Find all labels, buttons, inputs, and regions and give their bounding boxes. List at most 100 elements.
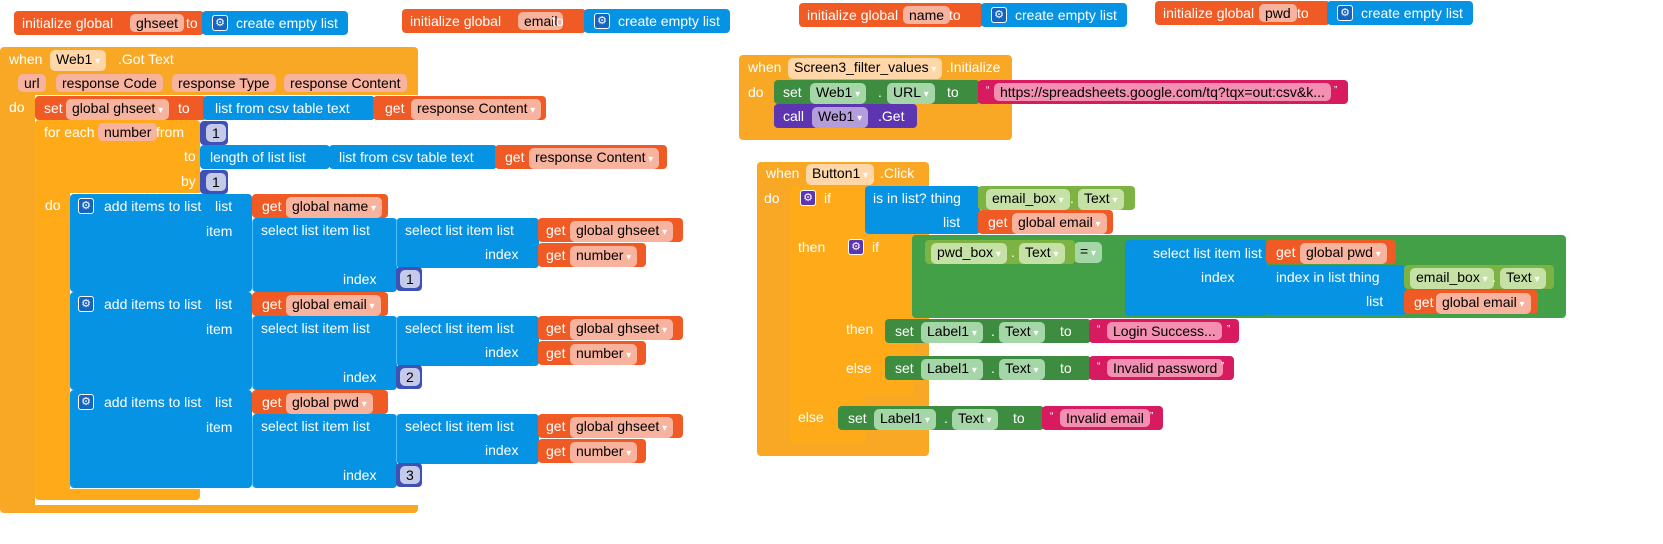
- set-label1-text-bad-pwd[interactable]: set Label1 . Text to: [885, 356, 1091, 380]
- component-dropdown[interactable]: Label1: [874, 409, 936, 430]
- init-global-email[interactable]: initialize global email to: [402, 9, 586, 33]
- get-global-pwd-block[interactable]: get global pwd: [1266, 240, 1396, 264]
- number-block[interactable]: 1: [200, 121, 228, 145]
- number-block[interactable]: 1: [200, 170, 228, 194]
- get-global-email-block[interactable]: get global email: [1404, 290, 1538, 314]
- add-items-to-list-block[interactable]: ⚙ add items to list list item: [70, 292, 252, 390]
- variable-dropdown[interactable]: global ghseet: [66, 99, 170, 120]
- inner-if-else-block[interactable]: ⚙ if then else: [838, 235, 913, 395]
- number-field[interactable]: 1: [206, 124, 226, 142]
- list-from-csv-block[interactable]: list from csv table text: [329, 145, 497, 169]
- text-string-block[interactable]: “ Login Success... ”: [1089, 319, 1239, 343]
- list-from-csv-block[interactable]: list from csv table text: [203, 96, 375, 120]
- param-response-type[interactable]: response Type: [172, 74, 276, 92]
- pwd-box-text-getter[interactable]: pwd_box . Text: [925, 240, 1075, 264]
- get-number-block[interactable]: get number: [538, 243, 646, 267]
- email-box-text-getter[interactable]: email_box . Text: [1404, 265, 1554, 289]
- message-text-field[interactable]: Login Success...: [1107, 322, 1222, 340]
- create-empty-list-block[interactable]: ⚙ create empty list: [1327, 1, 1473, 25]
- component-dropdown[interactable]: Web1: [812, 107, 869, 128]
- text-string-block[interactable]: “ Invalid email ”: [1042, 406, 1163, 430]
- component-dropdown[interactable]: Web1: [50, 50, 107, 71]
- number-field[interactable]: 3: [400, 466, 420, 484]
- variable-dropdown[interactable]: global ghseet: [570, 221, 674, 242]
- get-global-ghseet-block[interactable]: get global ghseet: [538, 218, 683, 242]
- gear-icon[interactable]: ⚙: [212, 15, 228, 31]
- get-response-content-block[interactable]: get response Content: [495, 145, 667, 169]
- component-dropdown[interactable]: Web1: [810, 83, 867, 104]
- gear-icon[interactable]: ⚙: [800, 190, 816, 206]
- var-name-field[interactable]: pwd: [1259, 4, 1297, 22]
- set-web1-url-block[interactable]: set Web1 . URL to: [774, 80, 980, 104]
- param-url[interactable]: url: [18, 74, 46, 92]
- select-list-item-inner[interactable]: select list item list index: [396, 316, 539, 366]
- set-global-ghseet-block[interactable]: set global ghseet to: [35, 96, 207, 120]
- variable-dropdown[interactable]: global ghseet: [570, 417, 674, 438]
- number-field[interactable]: 1: [206, 173, 226, 191]
- get-target-list-block[interactable]: get global email: [252, 292, 388, 316]
- get-number-block[interactable]: get number: [538, 439, 646, 463]
- property-dropdown[interactable]: Text: [999, 359, 1045, 380]
- select-list-item-inner[interactable]: select list item list index: [396, 414, 539, 464]
- variable-dropdown[interactable]: number: [570, 442, 638, 463]
- init-global-name[interactable]: initialize global name to: [799, 3, 983, 27]
- create-empty-list-block[interactable]: ⚙ create empty list: [981, 3, 1127, 27]
- number-block[interactable]: 3: [396, 463, 422, 487]
- gear-icon[interactable]: ⚙: [848, 239, 864, 255]
- index-in-list-block[interactable]: index in list thing list: [1266, 265, 1406, 315]
- variable-dropdown[interactable]: global ghseet: [570, 319, 674, 340]
- text-string-block[interactable]: “ Invalid password ”: [1089, 356, 1234, 380]
- component-dropdown[interactable]: Label1: [921, 322, 983, 343]
- component-dropdown[interactable]: pwd_box: [931, 243, 1007, 264]
- get-target-list-block[interactable]: get global name: [252, 194, 388, 218]
- gear-icon[interactable]: ⚙: [78, 296, 94, 312]
- loop-var-field[interactable]: number: [98, 123, 158, 141]
- component-dropdown[interactable]: email_box: [1410, 268, 1494, 289]
- var-name-field[interactable]: ghseet: [130, 14, 185, 32]
- property-dropdown[interactable]: URL: [887, 83, 935, 104]
- var-name-field[interactable]: email: [518, 12, 564, 30]
- param-response-code[interactable]: response Code: [56, 74, 163, 92]
- message-text-field[interactable]: Invalid password: [1107, 359, 1224, 377]
- operator-dropdown[interactable]: =: [1074, 242, 1102, 263]
- var-name-field[interactable]: name: [903, 6, 951, 24]
- message-text-field[interactable]: Invalid email: [1060, 409, 1150, 427]
- component-dropdown[interactable]: Screen3_filter_values: [788, 58, 943, 79]
- component-dropdown[interactable]: Label1: [921, 359, 983, 380]
- set-label1-text-bad-email[interactable]: set Label1 . Text to: [838, 406, 1044, 430]
- variable-dropdown[interactable]: number: [570, 246, 638, 267]
- variable-dropdown[interactable]: global email: [1012, 213, 1107, 234]
- get-target-list-block[interactable]: get global pwd: [252, 390, 388, 414]
- init-global-pwd[interactable]: initialize global pwd to: [1155, 1, 1330, 25]
- text-string-block[interactable]: “ https://spreadsheets.google.com/tq?tqx…: [978, 80, 1348, 104]
- number-block[interactable]: 1: [396, 267, 422, 291]
- length-of-list-block[interactable]: length of list list: [200, 145, 330, 169]
- gear-icon[interactable]: ⚙: [594, 13, 610, 29]
- select-list-item-outer[interactable]: select list item list index: [252, 414, 397, 488]
- call-web1-get-block[interactable]: call Web1 .Get: [774, 104, 917, 128]
- set-label1-text-success[interactable]: set Label1 . Text to: [885, 319, 1091, 343]
- get-response-content-block[interactable]: get response Content: [373, 96, 546, 120]
- is-in-list-block[interactable]: is in list? thing list: [865, 186, 980, 234]
- get-number-block[interactable]: get number: [538, 341, 646, 365]
- variable-dropdown[interactable]: global email: [286, 295, 381, 316]
- number-field[interactable]: 1: [400, 270, 420, 288]
- get-global-email-block[interactable]: get global email: [978, 210, 1113, 234]
- param-response-content[interactable]: response Content: [284, 74, 407, 92]
- property-dropdown[interactable]: Text: [999, 322, 1045, 343]
- create-empty-list-block[interactable]: ⚙ create empty list: [584, 9, 730, 33]
- variable-dropdown[interactable]: response Content: [411, 99, 542, 120]
- init-global-ghseet[interactable]: initialize global ghseet to: [14, 11, 204, 35]
- property-dropdown[interactable]: Text: [1078, 189, 1124, 210]
- variable-dropdown[interactable]: global pwd: [286, 393, 373, 414]
- gear-icon[interactable]: ⚙: [991, 7, 1007, 23]
- gear-icon[interactable]: ⚙: [78, 394, 94, 410]
- add-items-to-list-block[interactable]: ⚙ add items to list list item: [70, 390, 252, 488]
- url-text-field[interactable]: https://spreadsheets.google.com/tq?tqx=o…: [994, 83, 1331, 101]
- component-dropdown[interactable]: email_box: [986, 189, 1070, 210]
- select-list-item-block[interactable]: select list item list index: [1125, 240, 1267, 316]
- email-box-text-getter[interactable]: email_box . Text: [978, 186, 1135, 210]
- gear-icon[interactable]: ⚙: [78, 198, 94, 214]
- select-list-item-outer[interactable]: select list item list index: [252, 316, 397, 390]
- variable-dropdown[interactable]: response Content: [529, 148, 660, 169]
